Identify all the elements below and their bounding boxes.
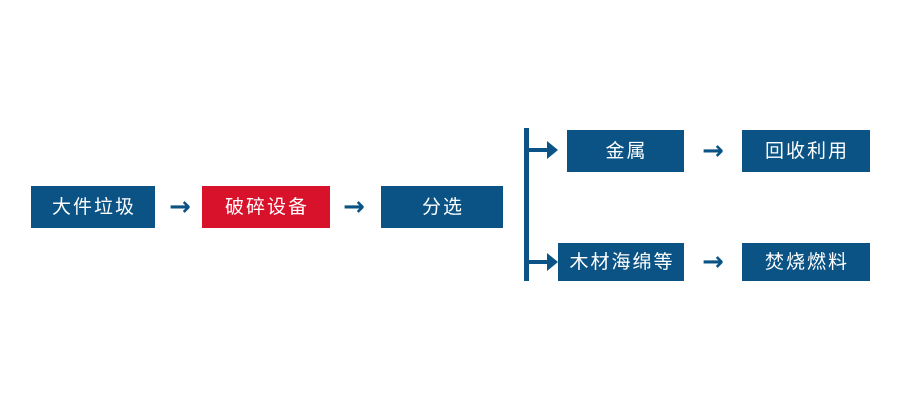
node-input[interactable]: 大件垃圾: [31, 186, 155, 228]
node-sorting[interactable]: 分选: [381, 186, 503, 228]
arrow-right-icon-wood-to-fuel: →: [702, 247, 724, 277]
node-recycle[interactable]: 回收利用: [742, 130, 870, 172]
arrow-right-icon-input-to-crusher: →: [169, 192, 191, 222]
branch-arrow-icon-to-wood: [527, 248, 559, 276]
node-metal[interactable]: 金属: [567, 130, 684, 172]
branch-arrow-icon-to-metal: [527, 136, 559, 164]
node-fuel[interactable]: 焚烧燃料: [742, 243, 870, 281]
node-wood[interactable]: 木材海绵等: [558, 243, 684, 281]
arrow-right-icon-crusher-to-sorting: →: [343, 192, 365, 222]
arrow-right-icon-metal-to-recycle: →: [702, 136, 724, 166]
branch-vertical-line: [524, 128, 529, 281]
node-crusher[interactable]: 破碎设备: [202, 186, 330, 228]
